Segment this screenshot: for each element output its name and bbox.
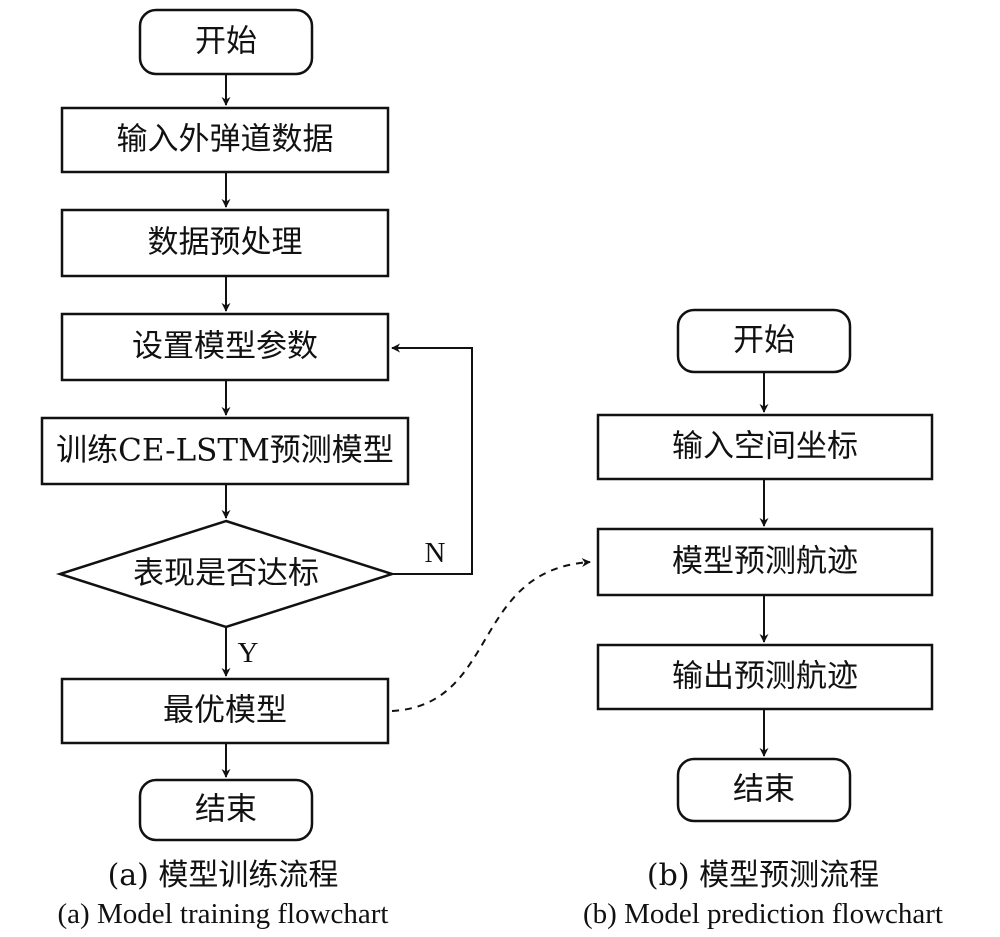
preprocess-node: 数据预处理: [60, 208, 390, 278]
prediction-flowchart: 开始 输入空间坐标 模型预测航迹 输出预测航迹 结束 (b) 模型预测流程 (b…: [583, 308, 943, 930]
set-params-label: 设置模型参数: [132, 329, 318, 365]
prediction-start-label: 开始: [733, 323, 795, 359]
training-end-node: 结束: [138, 778, 314, 842]
input-ballistic-data-label: 输入外弹道数据: [117, 122, 334, 158]
output-track-label: 输出预测航迹: [672, 659, 858, 695]
training-caption-cn: (a) 模型训练流程: [108, 858, 339, 893]
input-coordinates-node: 输入空间坐标: [596, 413, 934, 481]
edge-best-model-to-prediction: [391, 558, 591, 712]
training-caption-en: (a) Model training flowchart: [58, 898, 389, 930]
decision-label: 表现是否达标: [133, 556, 319, 592]
prediction-end-node: 结束: [676, 757, 852, 823]
training-start-label: 开始: [195, 24, 257, 60]
prediction-end-label: 结束: [733, 772, 795, 808]
train-model-label: 训练CE-LSTM预测模型: [56, 433, 394, 469]
edge-decision-no-loop: [391, 343, 473, 575]
train-model-node: 训练CE-LSTM预测模型: [40, 416, 410, 486]
set-params-node: 设置模型参数: [60, 312, 390, 382]
prediction-caption-cn: (b) 模型预测流程: [647, 858, 879, 893]
decision-node: 表现是否达标: [55, 519, 397, 629]
model-predict-node: 模型预测航迹: [596, 527, 934, 597]
yes-branch-label: Y: [238, 637, 259, 669]
prediction-caption-en: (b) Model prediction flowchart: [583, 898, 943, 930]
prediction-start-node: 开始: [676, 308, 852, 374]
training-start-node: 开始: [138, 8, 314, 76]
training-flowchart: 开始 输入外弹道数据 数据预处理 设置模型参数 训练CE-LSTM预测模型 表现…: [40, 8, 473, 930]
no-branch-label: N: [425, 537, 446, 569]
best-model-node: 最优模型: [60, 677, 390, 745]
input-ballistic-data-node: 输入外弹道数据: [60, 106, 390, 174]
training-end-label: 结束: [195, 792, 257, 828]
input-coordinates-label: 输入空间坐标: [672, 429, 858, 465]
best-model-label: 最优模型: [163, 693, 287, 729]
output-track-node: 输出预测航迹: [596, 643, 934, 711]
preprocess-label: 数据预处理: [148, 225, 303, 261]
model-predict-label: 模型预测航迹: [672, 544, 858, 580]
